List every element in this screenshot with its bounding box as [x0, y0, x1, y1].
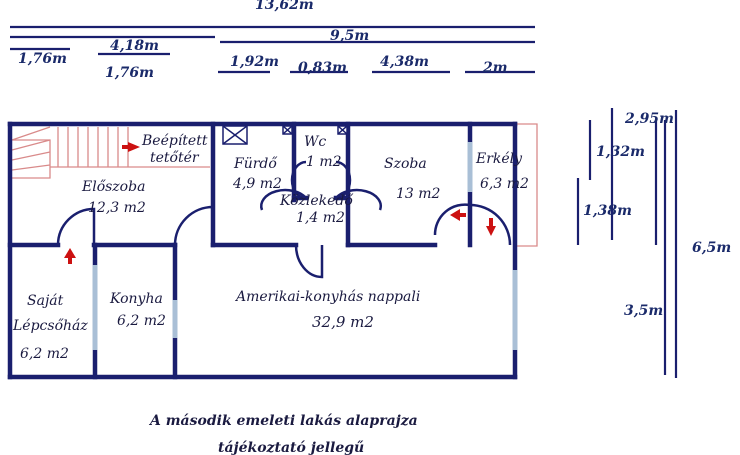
caption-line2: tájékoztató jellegű [218, 440, 364, 455]
label-nappali: Amerikai-konyhás nappali [234, 289, 420, 305]
right-dimension-lines [576, 108, 678, 378]
dim-3-5: 3,5m [624, 303, 663, 319]
dim-1-38: 1,38m [583, 203, 632, 219]
dim-1-76-a: 1,76m [18, 51, 67, 67]
label-erkely: Erkély [475, 151, 523, 167]
label-eloszoba: Előszoba [81, 179, 145, 195]
area-nappali: 32,9 m2 [312, 313, 374, 331]
label-wc: Wc [304, 134, 326, 150]
dim-1-76-b: 1,76m [105, 65, 154, 81]
area-furdo: 4,9 m2 [232, 176, 282, 192]
dim-4-38: 4,38m [380, 54, 429, 70]
windows [92, 142, 518, 350]
label-konyha: Konyha [109, 291, 163, 307]
dim-0-83: 0,83m [298, 60, 347, 76]
area-konyha: 6,2 m2 [117, 313, 166, 329]
dim-6-5: 6,5m [692, 240, 731, 256]
label-szoba: Szoba [384, 156, 427, 172]
dim-2: 2m [482, 60, 508, 76]
dim-total-width: 13,62m [255, 0, 314, 13]
staircase [11, 126, 210, 179]
area-erkely: 6,3 m2 [480, 176, 529, 192]
area-sajat: 6,2 m2 [20, 346, 69, 362]
direction-arrows [64, 142, 496, 264]
dim-2-95: 2,95m [624, 111, 674, 127]
dim-4-18: 4,18m [110, 38, 159, 54]
door-swings [56, 160, 512, 279]
dim-1-32: 1,32m [596, 144, 645, 160]
arrow-left-icon [450, 209, 460, 221]
arrow-down-icon [486, 226, 496, 236]
vent-boxes [222, 125, 348, 145]
label-kozlekedo: Közlekedő [279, 193, 354, 209]
area-kozlekedo: 1,4 m2 [296, 210, 345, 226]
label-sajat: Saját [27, 293, 64, 309]
area-szoba: 13 m2 [396, 186, 441, 202]
label-lepcsohaz: Lépcsőház [12, 318, 88, 334]
area-eloszoba: 12,3 m2 [88, 200, 146, 216]
label-furdo: Fürdő [233, 156, 278, 172]
top-dimension-lines [10, 25, 535, 74]
arrow-up-icon [64, 248, 76, 258]
label-built-in-loft-2: tetőtér [150, 150, 200, 166]
area-wc: 1 m2 [306, 154, 342, 170]
dim-1-92: 1,92m [230, 54, 279, 70]
arrow-right-icon [128, 142, 140, 152]
dim-9-5: 9,5m [330, 28, 369, 44]
caption-line1: A második emeleti lakás alaprajza [148, 413, 418, 429]
label-built-in-loft-1: Beépített [141, 133, 208, 149]
